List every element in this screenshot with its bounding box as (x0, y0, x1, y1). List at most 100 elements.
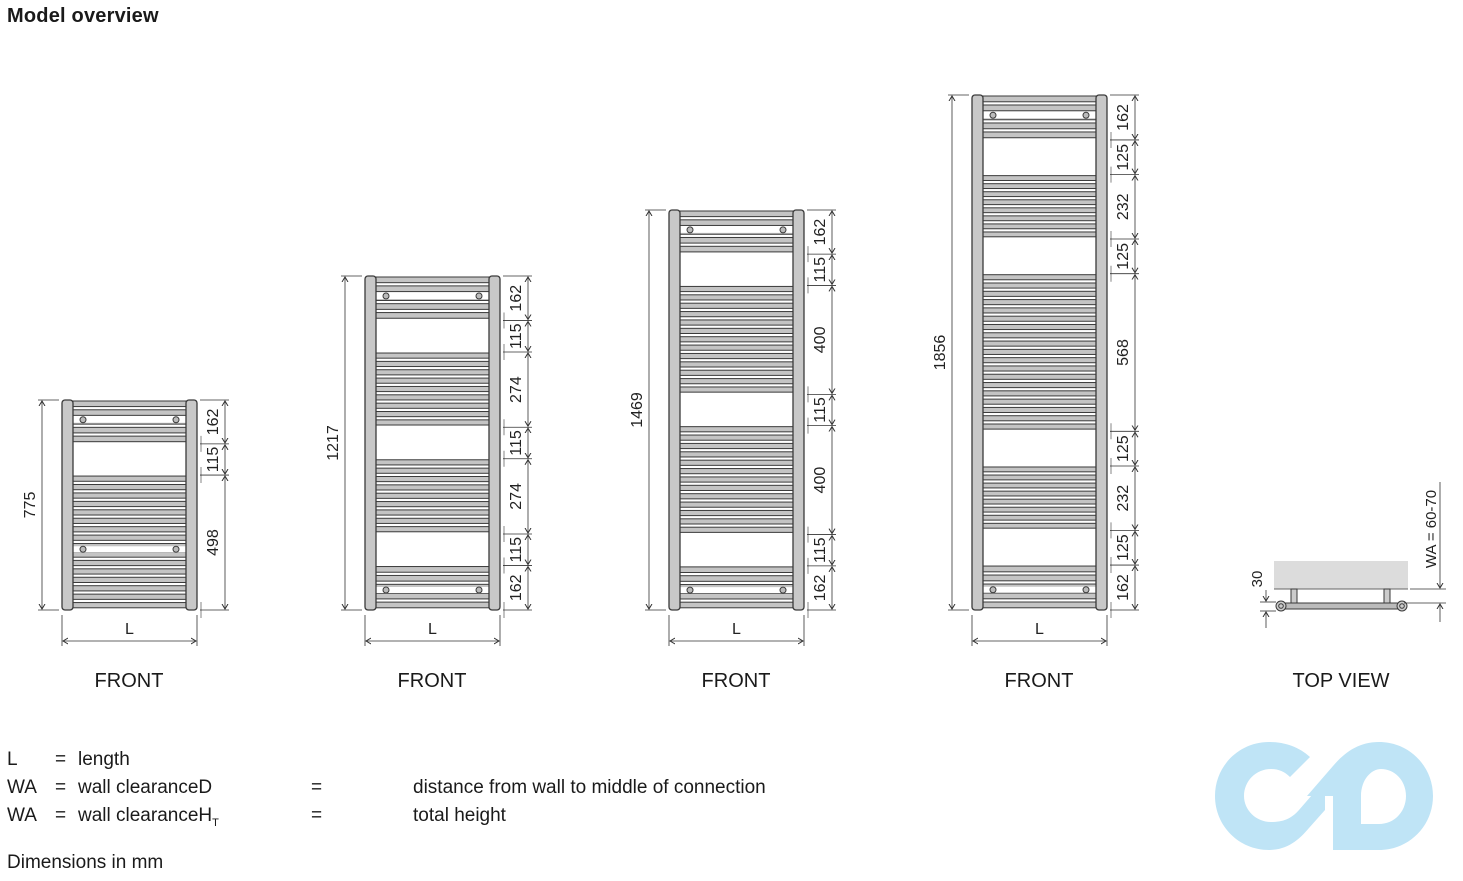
rail-bar (72, 409, 187, 416)
rail-bar (982, 95, 1097, 103)
rail-bar (375, 484, 490, 491)
rail-bar (375, 276, 490, 284)
mounting-bracket-icon (172, 545, 180, 553)
legend-equals: = (55, 805, 67, 826)
mounting-bracket-icon (989, 586, 997, 594)
rail-bar (679, 501, 794, 508)
rail-bar (72, 551, 187, 558)
rail-bar (72, 585, 187, 592)
caption-model-1: FRONT (94, 670, 164, 692)
rail-bar (982, 332, 1097, 339)
total-height-label: 1469 (629, 392, 646, 428)
rail-bar (982, 565, 1097, 573)
wall-clearance-label: WA = 60-70 (1423, 490, 1440, 568)
segment-label: 115 (508, 430, 525, 456)
rail-bar (375, 526, 490, 533)
segment-label: 162 (508, 574, 525, 601)
rail-bar (982, 231, 1097, 238)
rail-bar (375, 467, 490, 474)
rail-bar (375, 402, 490, 409)
segment-label: 115 (812, 257, 829, 283)
rail-bar (679, 459, 794, 466)
legend-equals-2: = (311, 805, 323, 826)
mounting-bracket-icon (779, 226, 787, 234)
segment-label: 125 (1115, 534, 1132, 561)
rail-bar (982, 592, 1097, 600)
rail-bar (982, 199, 1097, 206)
right-post (1095, 94, 1108, 611)
rail-bar (982, 307, 1097, 314)
legend-term: wall clearanceHT (78, 805, 219, 829)
rail-bar (375, 369, 490, 376)
left-post (668, 209, 681, 611)
rail-bar (375, 394, 490, 401)
rail-bar (679, 592, 794, 600)
segment-label: 568 (1115, 339, 1132, 366)
segment-label: 274 (508, 376, 525, 403)
rail-bar (679, 369, 794, 376)
segment-label: 162 (1115, 104, 1132, 131)
rail-bar (679, 434, 794, 441)
rail-bar (982, 207, 1097, 214)
legend-term: wall clearanceD (78, 777, 213, 798)
rail-bar (679, 294, 794, 301)
rail-bar (679, 236, 794, 244)
segment-label: 115 (205, 447, 222, 473)
rail-bar (982, 498, 1097, 505)
depth-label: 30 (1249, 571, 1266, 588)
rail-bar (982, 290, 1097, 297)
rail-bar (679, 361, 794, 368)
rail-bar (375, 475, 490, 483)
rail-bar (982, 522, 1097, 529)
segment-label: 162 (812, 574, 829, 601)
standoff (1383, 588, 1391, 605)
rail-bar (375, 509, 490, 516)
mounting-bracket-icon (172, 416, 180, 424)
mounting-bracket-icon (382, 586, 390, 594)
rail-bar (679, 426, 794, 433)
rail-bar (679, 352, 794, 360)
rail-bar (375, 285, 490, 293)
left-post (971, 94, 984, 611)
rail-bar (982, 574, 1097, 582)
rail-bar (375, 352, 490, 359)
caption-model-2: FRONT (397, 670, 467, 692)
rail-bar (375, 566, 490, 573)
segment-label: 232 (1115, 485, 1132, 512)
rail-bar (375, 360, 490, 368)
total-height-label: 1217 (325, 425, 342, 461)
rail-bar (375, 303, 490, 310)
rail-bar (982, 514, 1097, 521)
caption-model-4: FRONT (1004, 670, 1074, 692)
rail-bar (72, 475, 187, 482)
rail-bar (982, 490, 1097, 497)
right-post (792, 209, 805, 611)
rail-bar (72, 426, 187, 434)
rail-bar (982, 398, 1097, 405)
rail-bar (982, 323, 1097, 331)
legend-equals-2: = (311, 777, 323, 798)
segment-label: 115 (508, 537, 525, 563)
legend-equals: = (55, 777, 67, 798)
rail-bar (72, 517, 187, 524)
rail-bar (982, 365, 1097, 372)
rail (1281, 602, 1401, 610)
segment-label: 162 (1115, 574, 1132, 601)
mounting-bracket-icon (79, 545, 87, 553)
legend-symbol: WA (7, 805, 37, 826)
standoff (1290, 588, 1298, 605)
rail-bar (72, 526, 187, 533)
width-label: L (125, 621, 134, 638)
total-height-label: 1856 (932, 335, 949, 371)
left-post (61, 399, 74, 611)
watermark-logo-icon (1215, 742, 1433, 850)
segment-label: 400 (812, 467, 829, 494)
total-height-label: 775 (22, 492, 39, 519)
rail-bar (679, 327, 794, 334)
legend-term-subscript: T (212, 817, 219, 829)
rail-bar (679, 378, 794, 385)
segment-label: 162 (812, 219, 829, 246)
rail-bar (982, 340, 1097, 347)
rail-bar (982, 183, 1097, 190)
